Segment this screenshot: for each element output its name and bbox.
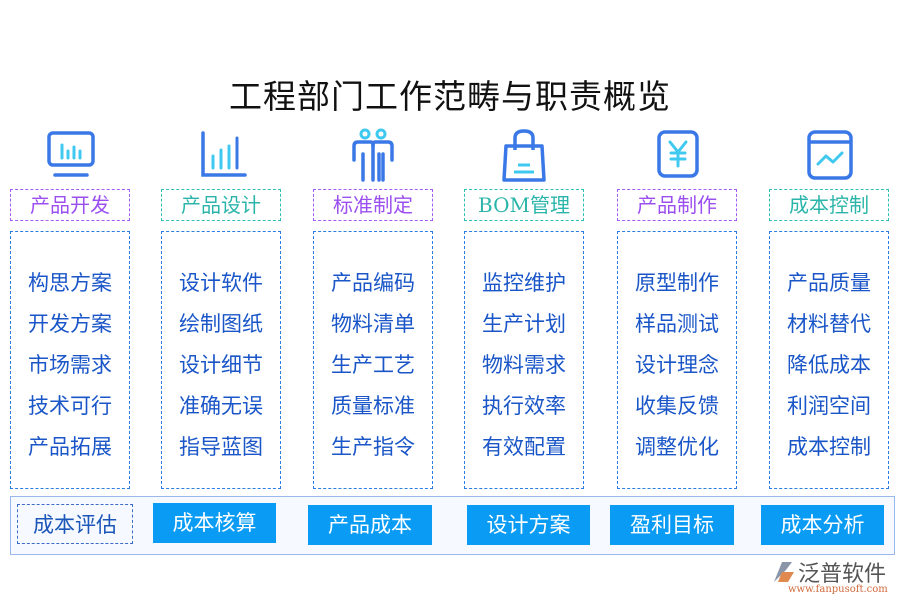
- bottom-bar: 成本评估 成本核算 产品成本 设计方案 盈利目标 成本分析: [10, 496, 895, 555]
- list-item: 设计理念: [635, 353, 719, 377]
- column-label: 标准制定: [313, 189, 433, 221]
- column-label: 成本控制: [769, 189, 889, 221]
- logo-url: www.fanpusoft.com: [788, 584, 888, 595]
- list-item: 执行效率: [482, 394, 566, 418]
- list-item: 成本控制: [787, 435, 871, 459]
- bottom-item-3[interactable]: 设计方案: [467, 505, 590, 545]
- yen-icon: [657, 130, 699, 178]
- list-item: 指导蓝图: [179, 435, 263, 459]
- fanpu-logo: 泛普软件 www.fanpusoft.com: [770, 556, 895, 596]
- logo-name: 泛普软件: [798, 562, 887, 587]
- column-items-box: 监控维护生产计划物料需求执行效率有效配置: [464, 231, 584, 489]
- trend-window-icon: [807, 130, 853, 180]
- column-label: BOM管理: [464, 189, 584, 221]
- list-item: 生产指令: [331, 435, 415, 459]
- logo-mark-icon: [774, 562, 794, 582]
- list-item: 生产计划: [482, 312, 566, 336]
- list-item: 降低成本: [787, 353, 871, 377]
- list-item: 产品质量: [787, 271, 871, 295]
- list-item: 构思方案: [28, 271, 112, 295]
- list-item: 原型制作: [635, 271, 719, 295]
- bottom-item-5[interactable]: 成本分析: [761, 505, 884, 545]
- column-label: 产品开发: [10, 189, 130, 221]
- list-item: 产品拓展: [28, 435, 112, 459]
- bottom-item-1[interactable]: 成本核算: [153, 503, 276, 543]
- column-label: 产品制作: [617, 189, 737, 221]
- list-item: 监控维护: [482, 271, 566, 295]
- column-items-box: 产品编码物料清单生产工艺质量标准生产指令: [313, 231, 433, 489]
- list-item: 有效配置: [482, 435, 566, 459]
- list-item: 绘制图纸: [179, 312, 263, 336]
- monitor-chart-icon: [47, 131, 95, 177]
- list-item: 开发方案: [28, 312, 112, 336]
- column-items-box: 产品质量材料替代降低成本利润空间成本控制: [769, 231, 889, 489]
- bottom-item-0[interactable]: 成本评估: [17, 504, 133, 544]
- column-items-box: 设计软件绘制图纸设计细节准确无误指导蓝图: [161, 231, 281, 489]
- column-items-box: 构思方案开发方案市场需求技术可行产品拓展: [10, 231, 130, 489]
- list-item: 生产工艺: [331, 353, 415, 377]
- list-item: 技术可行: [28, 394, 112, 418]
- list-item: 材料替代: [787, 312, 871, 336]
- list-item: 物料清单: [331, 312, 415, 336]
- page-title: 工程部门工作范畴与职责概览: [229, 77, 671, 116]
- list-item: 市场需求: [28, 353, 112, 377]
- list-item: 调整优化: [635, 435, 719, 459]
- bar-chart-icon: [201, 131, 247, 177]
- column-label: 产品设计: [161, 189, 281, 221]
- shopping-bag-icon: [502, 129, 546, 182]
- list-item: 准确无误: [179, 394, 263, 418]
- list-item: 质量标准: [331, 394, 415, 418]
- list-item: 物料需求: [482, 353, 566, 377]
- bottom-item-4[interactable]: 盈利目标: [610, 505, 734, 545]
- column-items-box: 原型制作样品测试设计理念收集反馈调整优化: [617, 231, 737, 489]
- list-item: 产品编码: [331, 271, 415, 295]
- list-item: 设计软件: [179, 271, 263, 295]
- list-item: 样品测试: [635, 312, 719, 336]
- bottom-item-2[interactable]: 产品成本: [308, 505, 432, 545]
- list-item: 设计细节: [179, 353, 263, 377]
- people-icon: [352, 128, 394, 182]
- list-item: 收集反馈: [635, 394, 719, 418]
- list-item: 利润空间: [787, 394, 871, 418]
